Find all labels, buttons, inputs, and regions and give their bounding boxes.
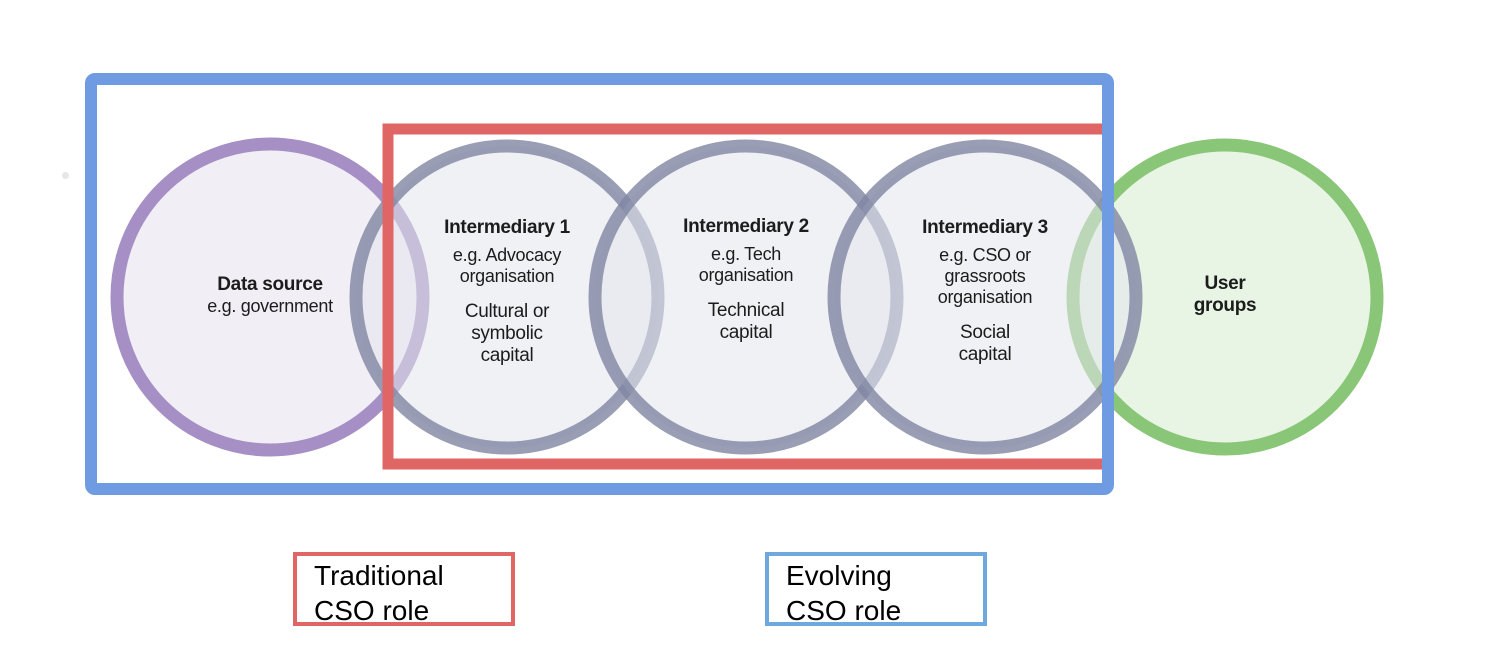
legend-evolving-line2: CSO role [786,595,902,626]
intermediary-1-example-line1: e.g. Advocacy [452,245,562,265]
intermediary-3-capital-line2: capital [958,343,1012,365]
intermediary-1-label: Intermediary 1 e.g. Advocacy organisatio… [392,212,622,372]
intermediary-2-example-line2: organisation [698,265,794,285]
intermediary-2-example-line1: e.g. Tech [710,244,782,264]
data-source-example: e.g. government [207,295,333,316]
intermediary-3-example-line2: grassroots [944,265,1026,286]
user-groups-label: User groups [1125,262,1325,328]
intermediary-2-capital-line1: Technical [707,300,785,321]
evolving-role-frame [85,73,1114,495]
user-groups-title-line1: User [1204,273,1246,294]
intermediary-3-capital-line1: Social [960,321,1010,343]
stray-dot [62,172,69,179]
legend-traditional: Traditional CSO role [293,552,515,626]
legend-evolving-line1: Evolving [786,560,892,591]
legend-traditional-line2: CSO role [314,595,430,626]
intermediary-2-title: Intermediary 2 [683,216,809,237]
intermediary-1-example-line2: organisation [459,266,555,286]
intermediary-1-title: Intermediary 1 [444,217,570,238]
intermediary-3-circle [827,139,1143,455]
intermediary-3-label: Intermediary 3 e.g. CSO or grassroots or… [870,210,1100,372]
intermediary-2-capital-line2: capital [719,322,773,343]
legend-traditional-line1: Traditional [314,560,444,591]
intermediary-1-capital-line1: Cultural or [464,301,550,322]
intermediary-3-title: Intermediary 3 [922,216,1048,238]
intermediary-1-capital-line2: symbolic [471,323,543,344]
intermediary-3-example-line1: e.g. CSO or [939,244,1031,265]
user-groups-title-line2: groups [1193,295,1257,316]
data-source-title: Data source [217,273,323,295]
data-source-label: Data source e.g. government [150,260,390,330]
intermediary-3-example-line3: organisation [937,286,1033,307]
intermediary-2-label: Intermediary 2 e.g. Tech organisation Te… [631,210,861,350]
legend-evolving: Evolving CSO role [765,552,987,626]
intermediary-1-capital-line3: capital [480,345,534,366]
